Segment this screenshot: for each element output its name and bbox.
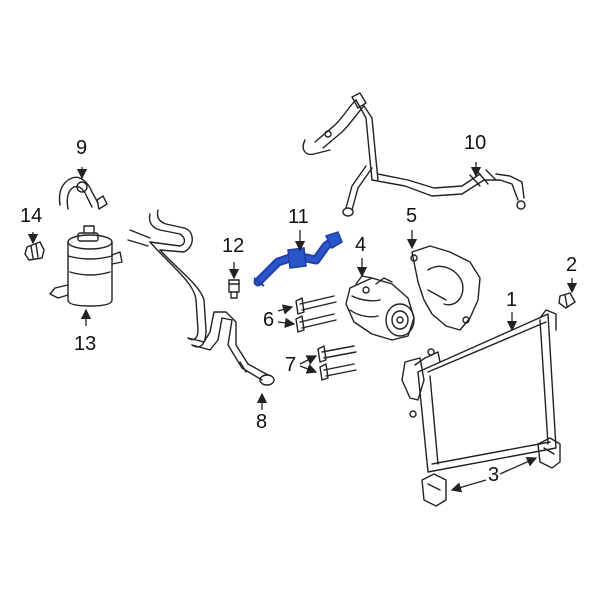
callout-2: 2 bbox=[566, 254, 578, 276]
part-7-bolts bbox=[317, 345, 357, 381]
part-12-switch bbox=[228, 279, 240, 299]
part-6-bolts bbox=[295, 295, 337, 333]
callout-8: 8 bbox=[256, 411, 268, 433]
part-5-bracket bbox=[410, 245, 481, 331]
part-10-discharge-line bbox=[302, 92, 526, 217]
callout-3: 3 bbox=[488, 464, 500, 486]
part-8-suction-line bbox=[127, 209, 275, 386]
callout-6: 6 bbox=[263, 309, 275, 331]
part-9-hose bbox=[58, 176, 108, 210]
part-2-bolt bbox=[558, 292, 576, 309]
callout-7: 7 bbox=[285, 354, 297, 376]
callout-14: 14 bbox=[20, 205, 43, 227]
callout-4: 4 bbox=[355, 234, 367, 256]
part-3-brackets bbox=[421, 437, 561, 507]
callout-10: 10 bbox=[464, 132, 487, 154]
callout-5: 5 bbox=[406, 205, 418, 227]
part-14-fitting bbox=[24, 241, 45, 261]
callout-11: 11 bbox=[288, 206, 309, 228]
part-11-hose-highlighted bbox=[253, 231, 343, 287]
leader-lines bbox=[27, 162, 578, 493]
callout-1: 1 bbox=[506, 289, 518, 311]
callout-13: 13 bbox=[74, 333, 97, 355]
callout-9: 9 bbox=[76, 137, 88, 159]
part-13-drier bbox=[49, 225, 123, 307]
callout-12: 12 bbox=[222, 235, 245, 257]
part-4-compressor bbox=[345, 275, 415, 341]
part-1-condenser bbox=[401, 309, 557, 473]
